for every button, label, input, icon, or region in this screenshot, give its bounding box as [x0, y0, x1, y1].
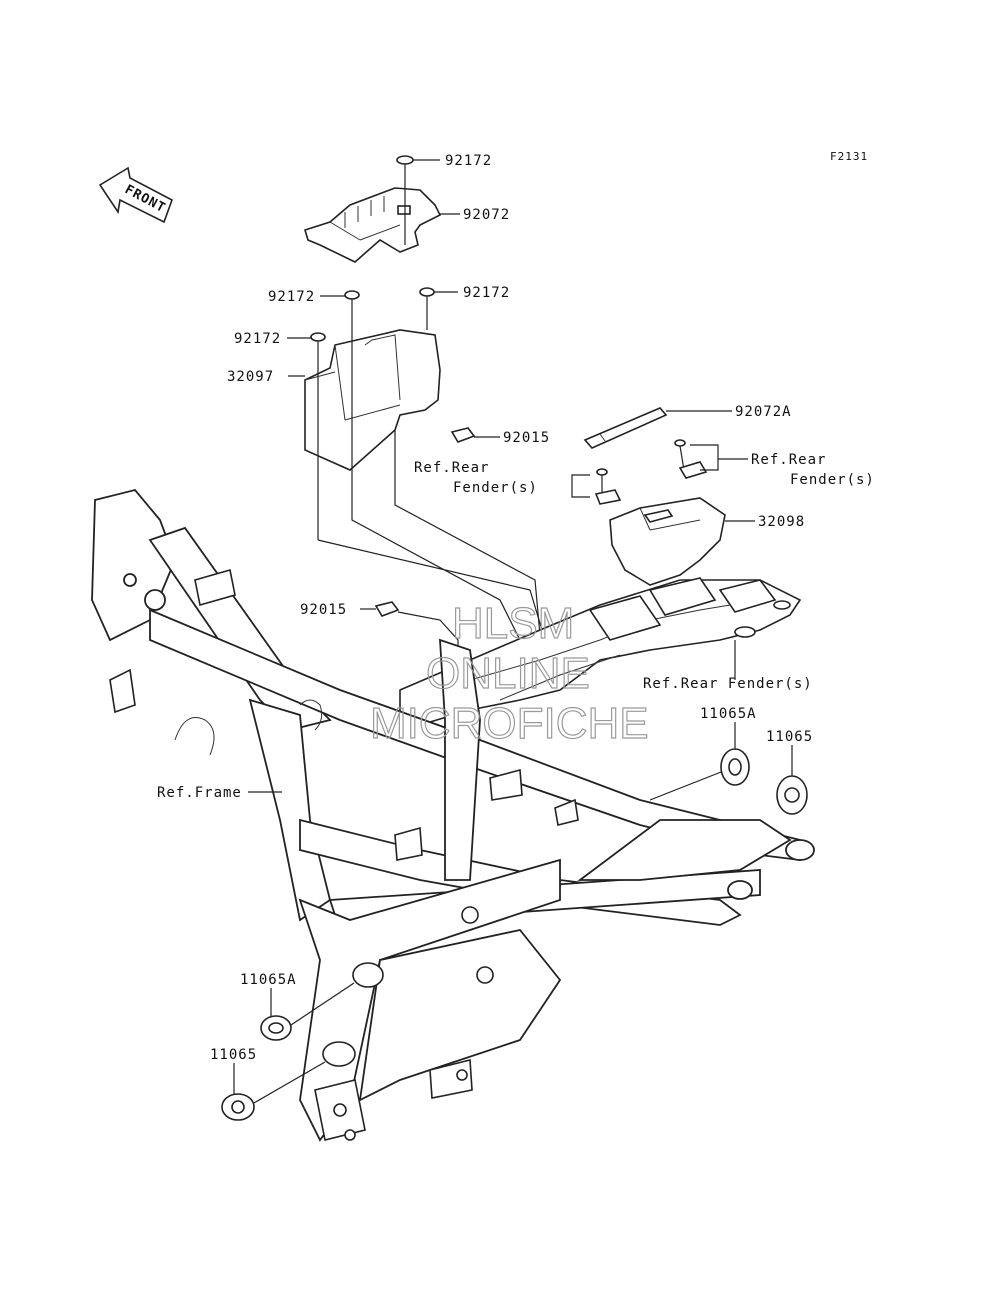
grommet-11065-left[interactable] — [221, 1093, 255, 1121]
bracket-92072[interactable] — [304, 187, 442, 263]
watermark-line-3: MICROFICHE — [370, 699, 649, 748]
callout-ref-rear-left-2: Fender(s) — [453, 480, 538, 496]
callout-ref-rear-fender: Ref.Rear Fender(s) — [643, 676, 813, 692]
callout-11065A-left: 11065A — [240, 972, 297, 988]
callout-ref-rear-right-1: Ref.Rear — [751, 452, 826, 468]
callout-92015-b: 92015 — [300, 602, 347, 618]
screw-rear-fender-right[interactable] — [674, 439, 708, 479]
screw-92172-left-upper[interactable] — [344, 290, 360, 308]
callout-92072A: 92072A — [735, 404, 792, 420]
rear-fender-tray[interactable] — [399, 577, 802, 726]
frame-hole-upper — [352, 962, 384, 988]
callout-92172-b: 92172 — [268, 289, 315, 305]
callout-ref-rear-right-2: Fender(s) — [790, 472, 875, 488]
strap-92072A[interactable] — [583, 407, 668, 449]
grommet-11065A-left[interactable] — [260, 1015, 292, 1041]
screw-92172-left-lower[interactable] — [310, 332, 326, 350]
watermark-line-2: ONLINE — [426, 649, 590, 698]
callout-ref-frame: Ref.Frame — [157, 785, 242, 801]
callout-32098: 32098 — [758, 514, 805, 530]
nut-92015-upper[interactable] — [450, 427, 476, 443]
main-frame[interactable] — [91, 488, 815, 1142]
callout-92172-c: 92172 — [463, 285, 510, 301]
battery-case-32097[interactable] — [304, 329, 441, 471]
callout-92072: 92072 — [463, 207, 510, 223]
nut-92015-lower[interactable] — [374, 601, 400, 617]
figure-code: F2131 — [830, 150, 868, 163]
callout-92172-d: 92172 — [234, 331, 281, 347]
frame-hole-lower — [322, 1041, 356, 1067]
callout-ref-rear-left-1: Ref.Rear — [414, 460, 489, 476]
watermark-line-1: HLSM — [452, 599, 574, 648]
cover-32098[interactable] — [609, 497, 726, 586]
callout-11065A-right: 11065A — [700, 706, 757, 722]
screw-rear-fender-left[interactable] — [594, 468, 622, 505]
callout-11065-right: 11065 — [766, 729, 813, 745]
grommet-11065-right[interactable] — [776, 775, 808, 815]
callout-32097: 32097 — [227, 369, 274, 385]
grommet-11065A-right[interactable] — [720, 748, 750, 786]
callout-11065-left: 11065 — [210, 1047, 257, 1063]
front-arrow-icon: FRONT — [98, 166, 173, 224]
screw-92172-right[interactable] — [419, 287, 435, 305]
callout-92015-a: 92015 — [503, 430, 550, 446]
watermark: HLSM ONLINE MICROFICHE — [369, 598, 649, 748]
callout-92172-a: 92172 — [445, 153, 492, 169]
screw-92172-top[interactable] — [396, 155, 414, 176]
